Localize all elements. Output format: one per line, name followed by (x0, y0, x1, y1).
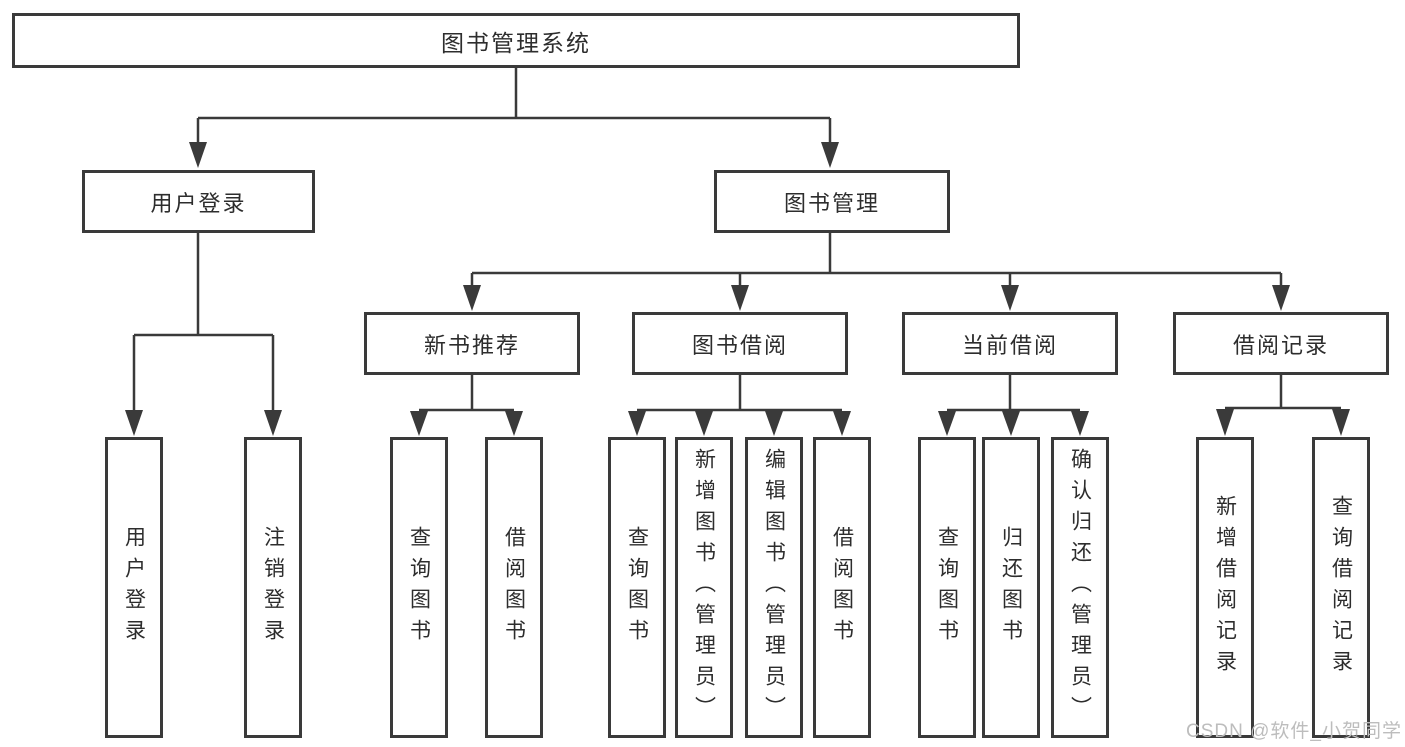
node-book-management: 图书管理 (714, 170, 950, 233)
connector-current-borrow-children (938, 375, 1089, 436)
leaf-logout: 注销登录 (244, 437, 302, 738)
csdn-watermark: CSDN @软件_小贺同学 (1186, 721, 1402, 742)
connector-book-management-children (463, 233, 1290, 311)
leaf-return-book: 归还图书 (982, 437, 1040, 738)
leaf-query-books-borrow: 查询图书 (608, 437, 666, 738)
node-current-borrow: 当前借阅 (902, 312, 1118, 375)
node-library-management-system: 图书管理系统 (12, 13, 1020, 68)
leaf-confirm-return-admin: 确认归还（管理员） (1051, 437, 1109, 738)
leaf-query-books-current: 查询图书 (918, 437, 976, 738)
node-borrow-records: 借阅记录 (1173, 312, 1389, 375)
leaf-edit-book-admin: 编辑图书（管理员） (745, 437, 803, 738)
leaf-borrow-books: 借阅图书 (813, 437, 871, 738)
node-new-book-recommend: 新书推荐 (364, 312, 580, 375)
leaf-query-borrow-record: 查询借阅记录 (1312, 437, 1370, 738)
node-book-borrow: 图书借阅 (632, 312, 848, 375)
leaf-query-books-recommend: 查询图书 (390, 437, 448, 738)
connector-borrow-record-children (1216, 375, 1350, 436)
connector-new-book-children (410, 375, 523, 436)
connector-root-to-level2 (189, 68, 839, 168)
leaf-user-login: 用户登录 (105, 437, 163, 738)
leaf-add-borrow-record: 新增借阅记录 (1196, 437, 1254, 738)
leaf-borrow-books-recommend: 借阅图书 (485, 437, 543, 738)
connector-user-login-children (125, 233, 282, 436)
node-user-login: 用户登录 (82, 170, 315, 233)
leaf-add-book-admin: 新增图书（管理员） (675, 437, 733, 738)
connector-book-borrow-children (628, 375, 851, 436)
